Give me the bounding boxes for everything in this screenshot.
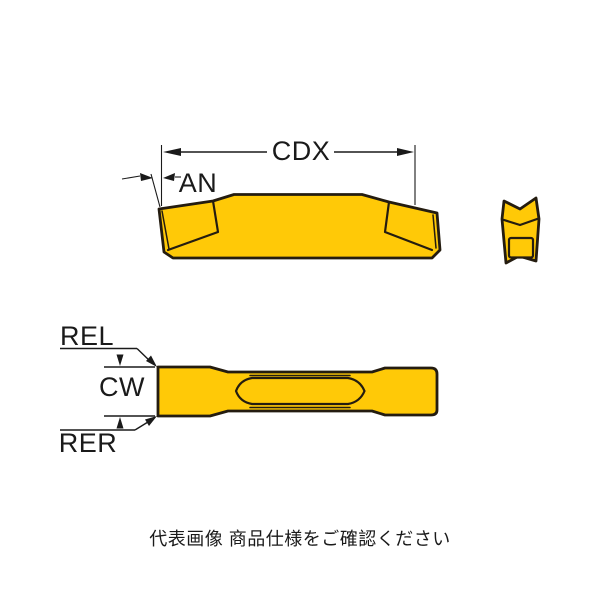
- insert-end-view: [500, 196, 541, 265]
- side-view-right-facet-edge: [432, 214, 437, 249]
- an-arrow-right-icon: [163, 173, 175, 181]
- cw-dimension-label: CW: [99, 372, 145, 402]
- side-view-right-pocket-edge: [383, 200, 434, 252]
- insert-side-view: CDX AN: [121, 136, 442, 260]
- end-view-shoulder-edge: [501, 217, 540, 227]
- rel-dimension-label: REL: [60, 321, 114, 351]
- top-view-outline: [156, 365, 439, 418]
- side-view-outline: [157, 193, 442, 260]
- rer-arrow-icon: [145, 416, 157, 426]
- end-view-clamp-facet: [507, 236, 535, 259]
- an-arrow-left-icon: [140, 173, 153, 181]
- an-angle-label: AN: [179, 168, 218, 198]
- top-view-chipbreaker-contour: [234, 376, 366, 406]
- cw-arrow-up-icon: [116, 417, 124, 429]
- an-angle-line: [150, 173, 161, 208]
- cdx-arrow-right-icon: [397, 148, 414, 156]
- side-view-left-facet-edge: [161, 210, 170, 250]
- cutting-insert-technical-drawing: CDX AN: [59, 136, 541, 458]
- an-arrow-tail-left: [121, 175, 141, 180]
- rel-arrow-icon: [146, 355, 157, 367]
- rer-dimension-label: RER: [59, 428, 118, 458]
- side-view-left-pocket-edge: [166, 199, 220, 252]
- insert-top-view: REL CW RER: [59, 321, 439, 458]
- caption: 代表画像 商品仕様をご確認ください: [149, 529, 451, 549]
- cdx-arrow-left-icon: [163, 148, 181, 156]
- cdx-dimension-label: CDX: [272, 136, 331, 166]
- cw-arrow-down-icon: [116, 354, 124, 366]
